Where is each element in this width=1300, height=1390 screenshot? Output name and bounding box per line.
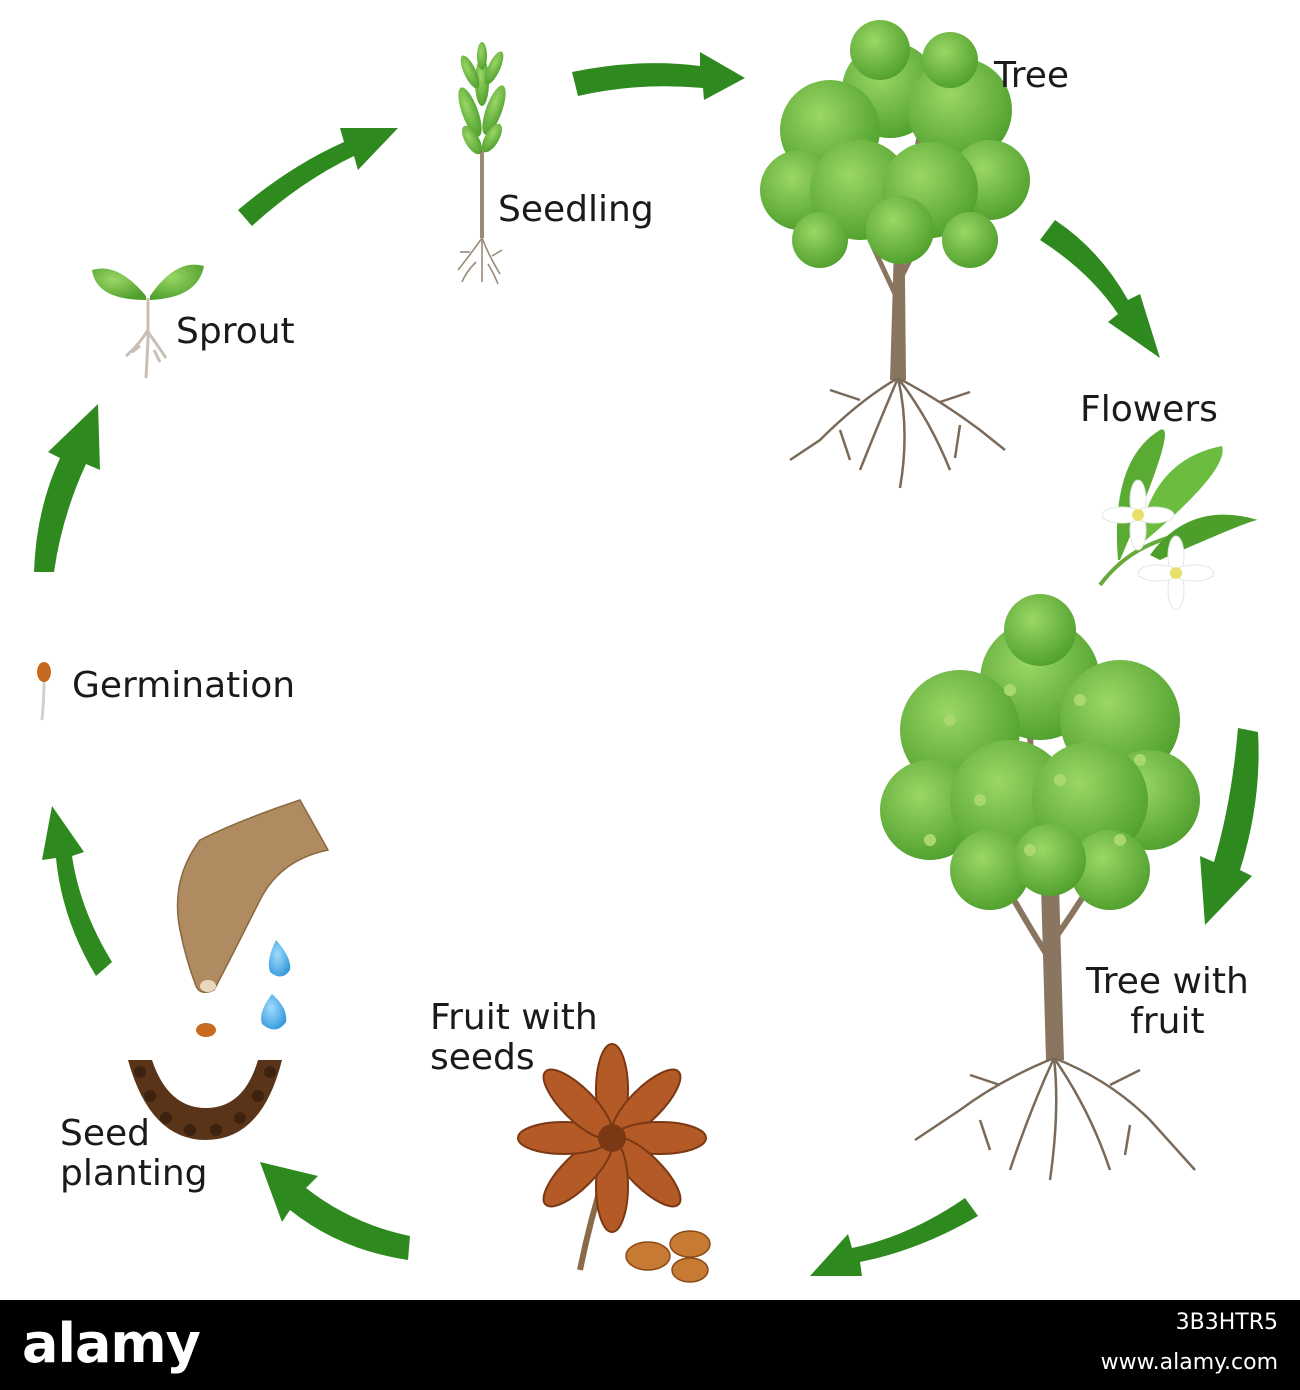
flower-blossom	[1101, 479, 1175, 551]
tree-with-fruit-illustration	[880, 594, 1200, 1181]
flowers-illustration	[1098, 429, 1258, 611]
water-drop	[268, 940, 291, 977]
label-tree: Tree	[994, 55, 1070, 96]
label-tree-with-fruit: Tree with fruit	[1086, 961, 1249, 1042]
seed	[625, 1241, 671, 1271]
label-fruit-with-seeds: Fruit with seeds	[430, 997, 598, 1078]
arrow-fruit-to-planting	[260, 1162, 410, 1260]
seed	[671, 1257, 709, 1283]
label-flowers: Flowers	[1080, 389, 1218, 430]
alamy-logo: alamy	[22, 1312, 201, 1375]
flower-blossom	[1137, 535, 1215, 611]
label-seedling: Seedling	[498, 189, 654, 230]
arrow-flowers-to-fruit-tree	[1200, 728, 1259, 925]
image-id: 3B3HTR5	[1175, 1310, 1278, 1335]
arrow-sprout-to-seedling	[238, 128, 398, 226]
arrow-germination-to-sprout	[34, 404, 100, 572]
footer-url[interactable]: www.alamy.com	[1100, 1350, 1278, 1375]
arrow-tree-to-flowers	[1040, 220, 1160, 358]
germination-illustration	[37, 662, 51, 721]
watermark-footer: alamy 3B3HTR5 www.alamy.com	[0, 1300, 1300, 1390]
arrow-seedling-to-tree	[572, 52, 745, 100]
seed	[669, 1230, 711, 1258]
sprout-illustration	[92, 264, 204, 379]
seedling-illustration	[457, 42, 506, 285]
hand	[176, 799, 330, 993]
star-anise-fruit	[517, 1043, 707, 1233]
fruit-with-seeds-illustration	[517, 1043, 711, 1283]
label-germination: Germination	[72, 665, 296, 706]
label-seed-planting: Seed planting	[60, 1113, 208, 1194]
life-cycle-diagram	[34, 20, 1259, 1283]
arrow-planting-to-germination	[42, 806, 112, 976]
label-sprout: Sprout	[176, 311, 295, 352]
tree-illustration	[760, 20, 1030, 489]
seed-planting-illustration	[128, 799, 330, 1140]
arrow-fruit-tree-to-fruit	[810, 1198, 978, 1276]
water-drop	[261, 994, 287, 1030]
seed	[196, 1023, 216, 1037]
